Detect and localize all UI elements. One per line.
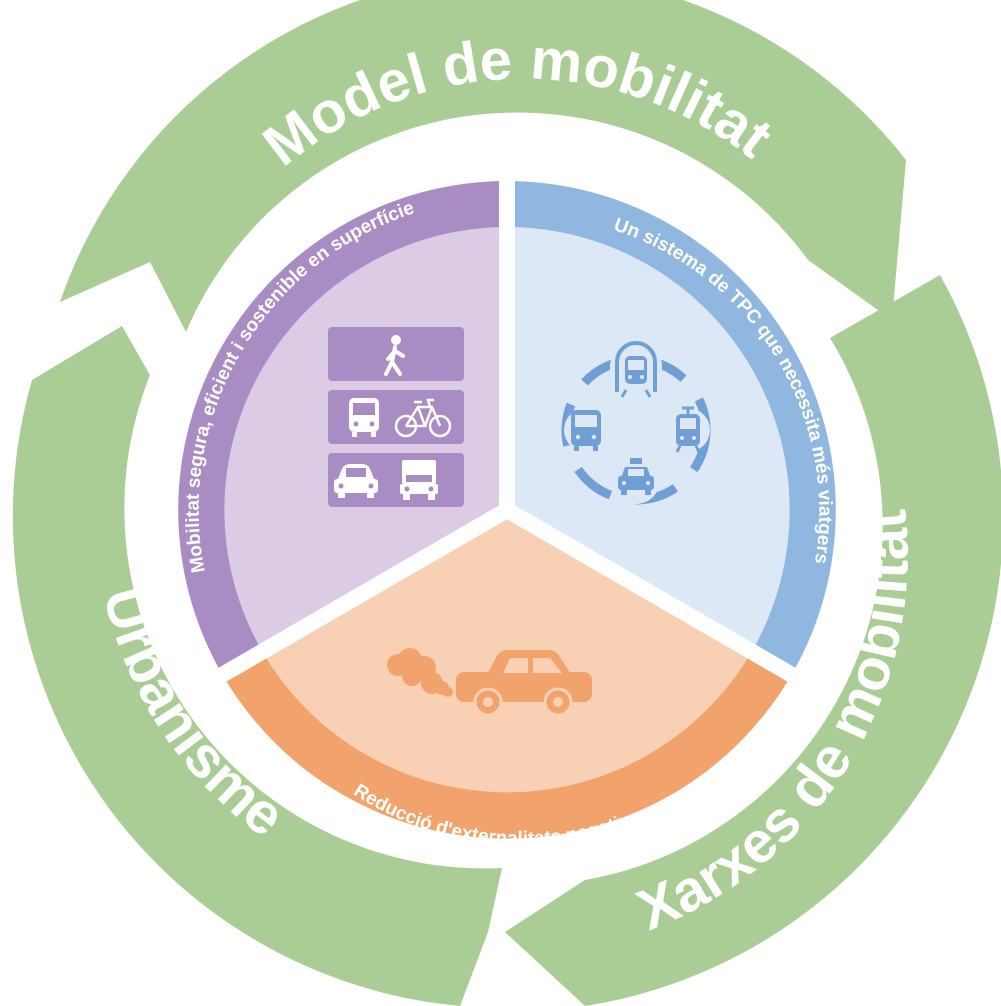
inner-pie (149, 152, 865, 868)
exhaust-smoke-icon (387, 648, 453, 697)
taxi-icon (612, 456, 660, 504)
truck-icon (400, 460, 438, 500)
sector-dividers (210, 170, 804, 686)
pedestrian-icon (384, 335, 405, 376)
tram-icon (666, 406, 710, 453)
ring-segment-urbanisme (12, 326, 502, 1006)
car-icon (334, 464, 378, 498)
surface-icons (328, 327, 464, 507)
car-icon (456, 650, 592, 717)
ring-segment-xarxes (505, 275, 1001, 1006)
bicycle-icon (394, 398, 452, 438)
transit-icons (561, 341, 711, 505)
bus-icon (349, 398, 379, 437)
metro-icon (610, 341, 662, 398)
bus-icon (564, 408, 608, 452)
ring-segment-model (60, 0, 906, 332)
externalities-icons (387, 648, 592, 717)
outer-ring (12, 0, 1001, 1006)
